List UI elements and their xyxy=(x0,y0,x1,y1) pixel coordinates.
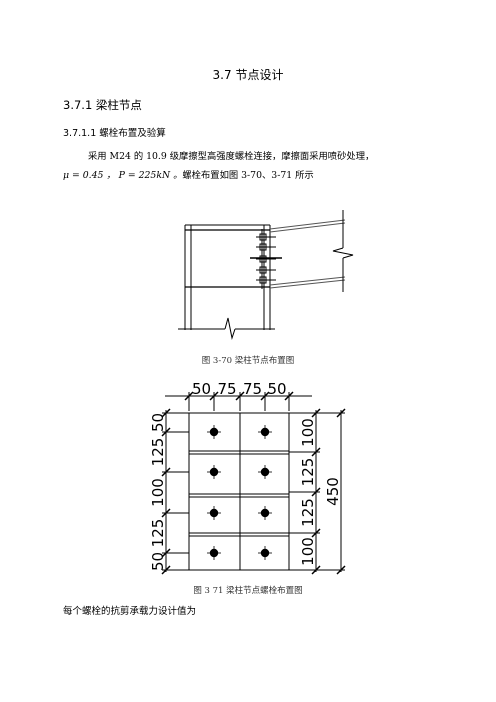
formula-trailing-text: 螺栓布置如图 3-70、3-71 所示 xyxy=(182,170,314,181)
dim-top-4: 50 xyxy=(267,380,286,398)
section-title: 3.7 节点设计 xyxy=(212,68,284,82)
figure-3-71-caption: 图 3 71 梁柱节点螺栓布置图 xyxy=(193,586,303,596)
dim-total: 450 xyxy=(324,477,342,506)
dim-left-3: 100 xyxy=(149,478,167,507)
dim-right-1: 100 xyxy=(299,418,317,447)
paragraph-shear-capacity: 每个螺栓的抗剪承载力设计值为 xyxy=(63,606,197,617)
dim-left-4: 125 xyxy=(149,519,167,548)
dim-top-1: 50 xyxy=(192,380,211,398)
paragraph-formula-line: μ = 0.45 ， P = 225kN 。螺栓布置如图 3-70、3-71 所… xyxy=(63,167,314,181)
dim-left-1: 50 xyxy=(149,413,167,432)
subsubsection-title: 3.7.1.1 螺栓布置及验算 xyxy=(63,128,166,139)
figure-3-70-caption: 图 3-70 梁柱节点布置图 xyxy=(201,356,295,366)
dim-top-2: 75 xyxy=(217,380,236,398)
dim-left-5: 50 xyxy=(149,552,167,571)
bolt-holes xyxy=(207,425,272,560)
dim-top-3: 75 xyxy=(243,380,262,398)
formula: μ = 0.45 ， P = 225kN 。 xyxy=(63,170,183,181)
dim-right-4: 100 xyxy=(299,537,317,566)
dim-left-2: 125 xyxy=(149,438,167,467)
dim-right-2: 125 xyxy=(299,458,317,487)
dim-right-3: 125 xyxy=(299,498,317,527)
subsection-title: 3.7.1 梁柱节点 xyxy=(63,98,142,112)
paragraph-bolt-spec: 采用 M24 的 10.9 级摩擦型高强度螺栓连接，摩擦面采用喷砂处理， xyxy=(88,151,375,162)
